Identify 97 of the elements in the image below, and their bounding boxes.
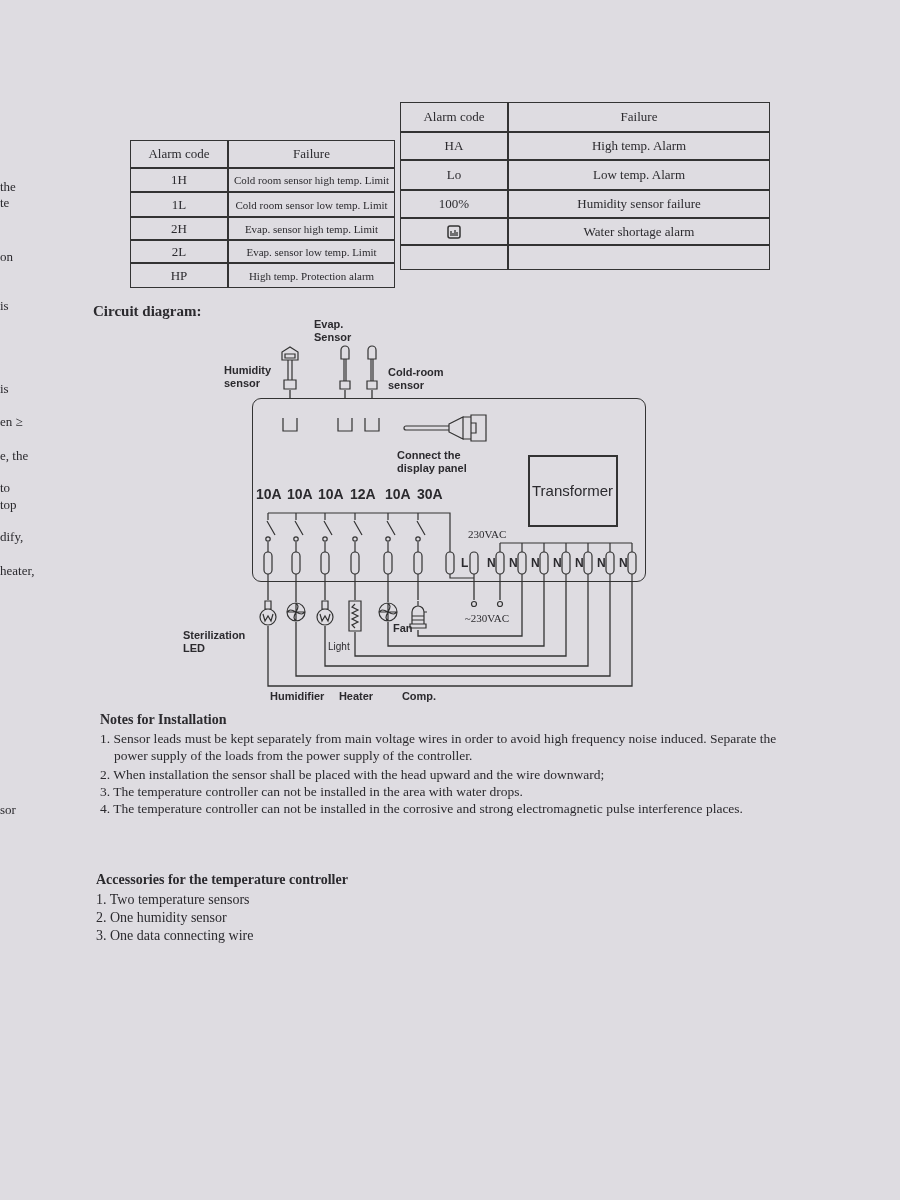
wire (295, 581, 611, 677)
list-item: 1. Two temperature sensors (96, 891, 251, 908)
lamp-symbol (315, 600, 335, 626)
terminal-label: N (619, 556, 629, 570)
terminal-label: L (461, 556, 470, 570)
wire (289, 389, 291, 399)
wire (417, 581, 419, 601)
table-cell: Cold room sensor high temp. Limit (228, 168, 395, 192)
table-cell: HP (130, 263, 228, 288)
margin-text-fragment: heater, (0, 563, 36, 579)
note-text: 3. The temperature controller can not be installed in the area with water drops. (100, 783, 524, 800)
component-label: Light (328, 640, 351, 653)
fan-symbol (286, 602, 306, 622)
note-text: 1. Sensor leads must be kept separately from main voltage wires in order to avoid high frequency noise induced. Separate the power supply of the loads from the power supply of the controller. (100, 730, 778, 764)
table-cell: Water shortage alarm (508, 218, 770, 245)
lamp-symbol (258, 600, 278, 626)
table-cell: 1L (130, 192, 228, 217)
temperature-probe-drawing (337, 345, 353, 390)
current-rating: 10A (385, 486, 412, 502)
margin-text-fragment: sor (0, 802, 17, 818)
heater-symbol (348, 600, 362, 632)
component-label: Humidity sensor (224, 364, 273, 390)
controller-box (252, 398, 646, 582)
list-item: 2. One humidity sensor (96, 909, 228, 926)
table-cell: Alarm code (400, 102, 508, 132)
component-label: Heater (338, 690, 374, 703)
voltage-label: ~230VAC (463, 612, 511, 624)
table-cell: HA (400, 132, 508, 160)
table-cell: Humidity sensor failure (508, 190, 770, 218)
list-item: 3. One data connecting wire (96, 927, 255, 944)
margin-text-fragment: dify, (0, 529, 25, 545)
wire (417, 581, 523, 637)
transformer-box: Transformer (527, 454, 618, 527)
wire (371, 389, 373, 399)
terminal-label: N (597, 556, 607, 570)
wire (499, 581, 501, 601)
note-text: 2. When installation the sensor shall be placed with the head upward and the wire downward; (100, 766, 606, 783)
table-cell: 2L (130, 240, 228, 263)
wire (344, 389, 346, 399)
terminal-label: N (553, 556, 563, 570)
wire (354, 581, 567, 657)
component-label: Evap. Sensor (314, 318, 353, 344)
wire (295, 581, 297, 603)
margin-text-fragment: top (0, 497, 18, 513)
wire (473, 581, 475, 601)
wire (387, 581, 545, 647)
table-cell: 1H (130, 168, 228, 192)
fan-symbol (378, 602, 398, 622)
component-label: Cold-room sensor (388, 366, 445, 392)
table-cell: High temp. Alarm (508, 132, 770, 160)
component-label: Comp. (400, 690, 438, 703)
margin-text-fragment: on (0, 249, 14, 265)
humidity-sensor-drawing (280, 346, 300, 390)
table-cell: Failure (228, 140, 395, 168)
margin-text-fragment: te (0, 195, 11, 211)
voltage-label: 230VAC (468, 528, 508, 540)
cable-plug-drawing (404, 413, 487, 442)
margin-text-fragment: is (0, 298, 10, 314)
section-heading: Circuit diagram: (93, 303, 203, 320)
margin-text-fragment: en ≥ (0, 414, 24, 430)
wire (387, 581, 389, 603)
note-text: 4. The temperature controller can not be installed in the corrosive and strong electromagnetic pulse interference places. (100, 800, 744, 817)
table-cell: Evap. sensor low temp. Limit (228, 240, 395, 263)
table-cell: Alarm code (130, 140, 228, 168)
margin-text-fragment: e, the (0, 448, 30, 464)
margin-text-fragment: the (0, 179, 17, 195)
table-cell: Evap. sensor high temp. Limit (228, 217, 395, 240)
terminal-label: N (487, 556, 497, 570)
terminal-label: N (575, 556, 585, 570)
margin-text-fragment: to (0, 480, 12, 496)
wire (324, 581, 589, 667)
table-cell: Failure (508, 102, 770, 132)
current-rating: 30A (417, 486, 444, 502)
temperature-probe-drawing (364, 345, 380, 390)
component-label: Humidifier (270, 690, 324, 703)
current-rating: 10A (318, 486, 345, 502)
terminal-label: N (509, 556, 519, 570)
table-cell: Low temp. Alarm (508, 160, 770, 190)
table-cell: High temp. Protection alarm (228, 263, 395, 288)
table-cell: 2H (130, 217, 228, 240)
current-rating: 10A (287, 486, 314, 502)
terminal-label: N (531, 556, 541, 570)
current-rating: 12A (350, 486, 377, 502)
section-heading: Accessories for the temperature controller (96, 872, 349, 888)
component-label: Connect the display panel (397, 449, 468, 475)
component-label: Fan (393, 622, 414, 635)
wire (354, 581, 356, 601)
component-label: Sterilization LED (183, 629, 247, 655)
table-cell: Cold room sensor low temp. Limit (228, 192, 395, 217)
wire (267, 581, 269, 601)
margin-text-fragment: is (0, 381, 10, 397)
table-cell: Lo (400, 160, 508, 190)
wire (324, 581, 326, 601)
wire (267, 581, 633, 687)
current-rating: 10A (256, 486, 283, 502)
section-heading: Notes for Installation (100, 712, 228, 728)
table-cell: 100% (400, 190, 508, 218)
